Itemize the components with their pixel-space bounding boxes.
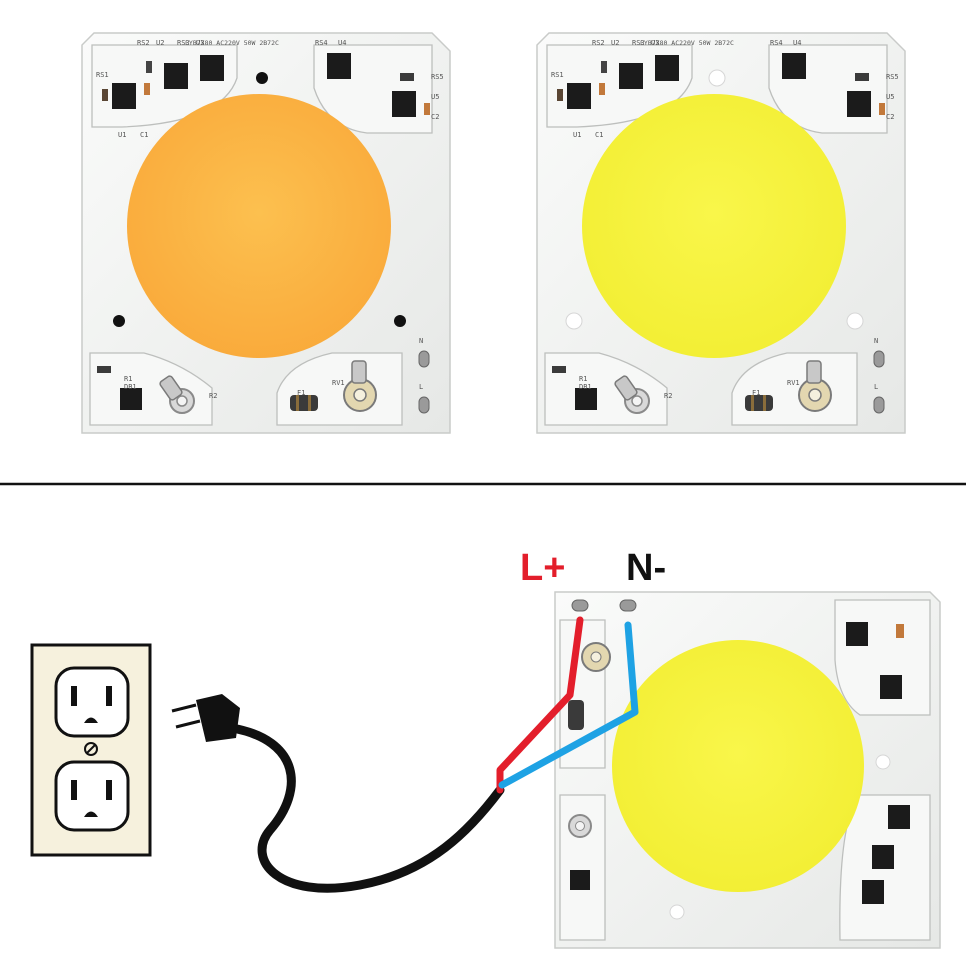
silk-label: U5: [886, 93, 894, 101]
silk-label: RS3: [177, 39, 190, 47]
silk-label: RS5: [886, 73, 899, 81]
neutral-label: N-: [626, 547, 666, 589]
mount-hole: [394, 315, 406, 327]
silk-label: F1: [752, 389, 760, 397]
silk-label: RS3: [632, 39, 645, 47]
silk-label: U4: [338, 39, 346, 47]
board-title: LYB7X80 AC220V 50W 2B72C: [640, 39, 734, 47]
silk-label: C2: [431, 113, 439, 121]
mount-hole: [708, 69, 726, 87]
wired-led-emitter: [612, 640, 864, 892]
neutral-wire: [498, 621, 639, 789]
silk-label: N: [419, 337, 423, 345]
silk-label: U1: [118, 131, 126, 139]
silk-label: RS1: [551, 71, 564, 79]
power-plug-icon: [171, 694, 240, 742]
silk-label: RS2: [592, 39, 605, 47]
silk-label: C1: [595, 131, 603, 139]
silk-label: U2: [156, 39, 164, 47]
silk-label: R1: [579, 375, 587, 383]
silk-label: U2: [611, 39, 619, 47]
mount-hole: [256, 72, 268, 84]
silk-label: L: [874, 383, 878, 391]
silk-label: RS5: [431, 73, 444, 81]
cool-led-emitter: [582, 94, 846, 358]
line-label: L+: [520, 547, 565, 589]
warm-led-emitter: [127, 94, 391, 358]
silk-label: U4: [793, 39, 801, 47]
silk-label: RS4: [770, 39, 783, 47]
silk-label: C1: [140, 131, 148, 139]
line-wire: [496, 616, 584, 794]
silk-label: RV1: [787, 379, 800, 387]
cool-white-board: LYB7X80 AC220V 50W 2B72C RS2 U2 RS3 U3 R…: [536, 32, 906, 434]
silk-label: N: [874, 337, 878, 345]
silk-label: R2: [664, 392, 672, 400]
silk-label: RV1: [332, 379, 345, 387]
silk-label: U3: [651, 39, 659, 47]
silk-label: R1: [124, 375, 132, 383]
silk-label: RS1: [96, 71, 109, 79]
silk-label: RS4: [315, 39, 328, 47]
mount-hole: [846, 312, 864, 330]
silk-label: R2: [209, 392, 217, 400]
silk-label: U5: [431, 93, 439, 101]
mount-hole: [113, 315, 125, 327]
silk-label: DB1: [124, 383, 137, 391]
wired-board: [554, 591, 941, 949]
mount-hole: [565, 312, 583, 330]
silk-label: C2: [886, 113, 894, 121]
power-cord: [227, 723, 505, 893]
silk-label: L: [419, 383, 423, 391]
silk-label: DB1: [579, 383, 592, 391]
board-title: LYB7X80 AC220V 50W 2B72C: [185, 39, 279, 47]
duplex-outlet-icon: [30, 643, 152, 857]
silk-label: F1: [297, 389, 305, 397]
silk-label: U3: [196, 39, 204, 47]
silk-label: RS2: [137, 39, 150, 47]
silk-label: U1: [573, 131, 581, 139]
warm-white-board: LYB7X80 AC220V 50W 2B72C RS2 U2 RS3 U3 R…: [81, 32, 451, 434]
